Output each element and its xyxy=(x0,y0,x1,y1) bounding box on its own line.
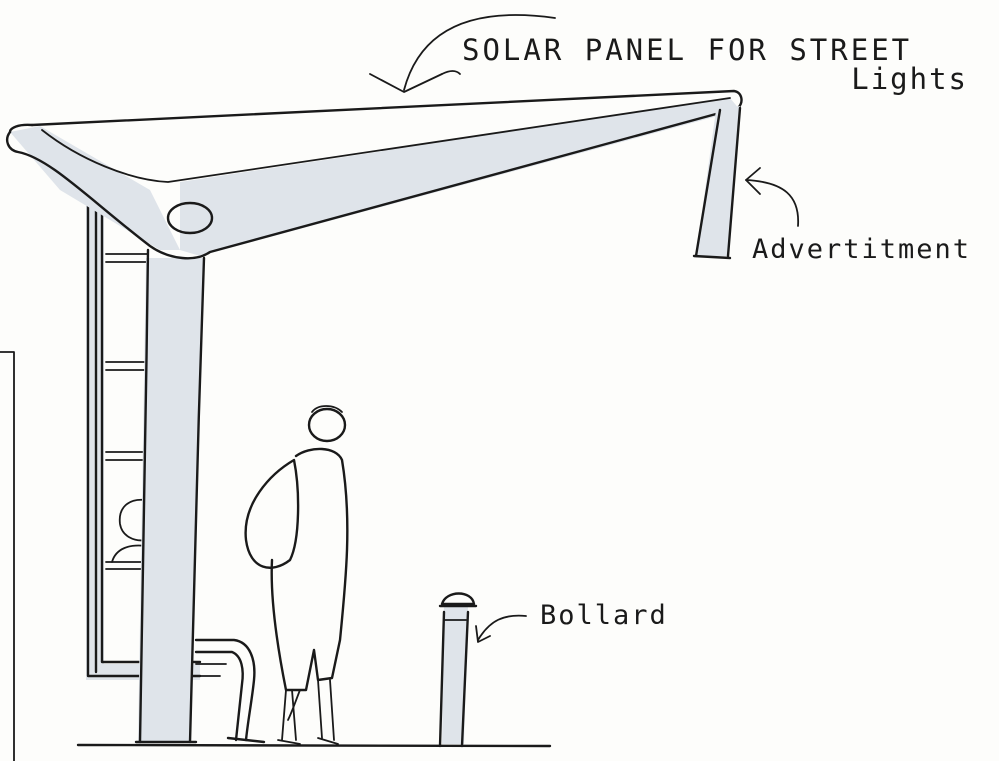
advertisement-post xyxy=(694,106,740,258)
solar-panel-label-line2: Lights xyxy=(738,65,968,94)
bollard-label: Bollard xyxy=(540,602,668,629)
solar-panel-label: SOLAR PANEL FOR STREET xyxy=(462,36,912,65)
bollard xyxy=(440,594,476,747)
ground-line xyxy=(78,745,550,746)
bollard-arrow xyxy=(476,616,526,642)
wall-edge xyxy=(0,352,14,761)
seated-person xyxy=(112,500,146,562)
advertisement-label: Advertitment xyxy=(752,236,971,263)
standing-person xyxy=(246,406,348,744)
bench-seat xyxy=(196,640,264,742)
canopy-roof xyxy=(7,91,741,258)
advertisement-arrow xyxy=(746,168,798,226)
